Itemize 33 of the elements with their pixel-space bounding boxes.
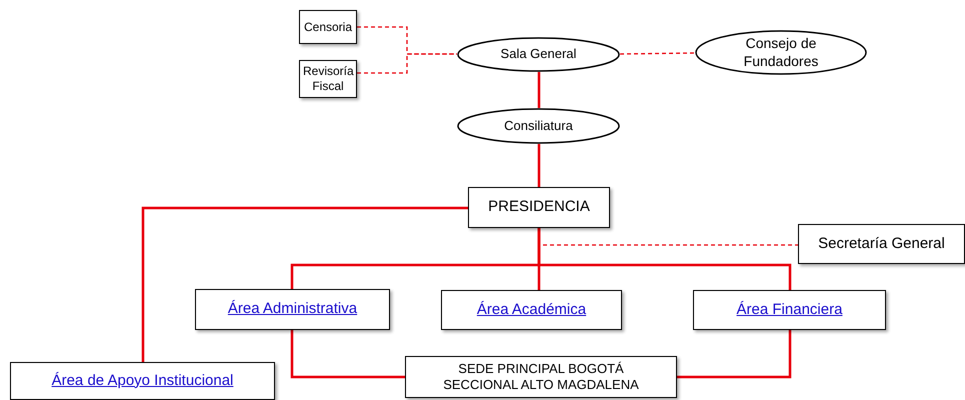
area-box	[441, 290, 622, 330]
area-link: Área Académica	[476, 300, 586, 320]
area-box	[10, 362, 275, 400]
dashed-connector	[620, 52, 695, 55]
connector	[538, 228, 792, 290]
dashed-connector	[357, 53, 457, 74]
area-box	[195, 289, 390, 330]
connector	[538, 144, 540, 187]
area-link: Área Administrativa	[228, 300, 358, 319]
unit-label: SEDE PRINCIPAL BOGOTÁ	[458, 360, 624, 377]
ellipse-node	[457, 108, 620, 144]
unit-label: Secretaría General	[818, 234, 945, 254]
ellipse-node	[457, 37, 620, 72]
area-box	[693, 290, 886, 330]
org-box	[468, 187, 610, 228]
org-box	[798, 224, 965, 264]
unit-label: Consejo de Fundadores	[742, 35, 820, 70]
ellipse-node	[695, 30, 867, 75]
area-link: Área Financiera	[736, 300, 842, 320]
connector	[677, 330, 792, 378]
unit-label: Revisoría Fiscal	[303, 64, 353, 94]
area-link: Área de Apoyo Institucional	[52, 372, 234, 390]
unit-label: Sala General	[500, 46, 576, 63]
connector	[538, 72, 540, 108]
dashed-connector	[357, 26, 457, 55]
unit-label: Consiliatura	[504, 118, 573, 134]
unit-label: SECCIONAL ALTO MAGDALENA	[443, 377, 639, 394]
connector	[142, 206, 468, 362]
org-box	[405, 356, 677, 398]
org-box	[299, 10, 357, 44]
unit-label: PRESIDENCIA	[488, 198, 590, 217]
unit-label: Censoria	[304, 20, 352, 34]
connector	[290, 330, 405, 378]
